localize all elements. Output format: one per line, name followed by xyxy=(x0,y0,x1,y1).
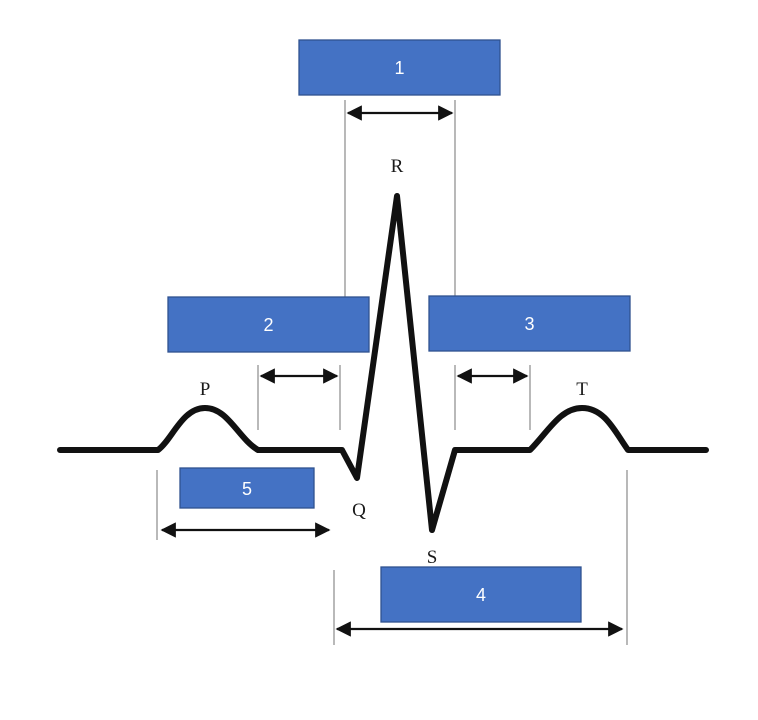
label-s-wave: S xyxy=(427,547,438,568)
answer-box-3-label: 3 xyxy=(524,314,534,334)
label-t-wave: T xyxy=(576,379,588,400)
answer-box-1[interactable]: 1 xyxy=(298,39,501,96)
label-q-wave: Q xyxy=(352,500,366,521)
label-r-wave: R xyxy=(391,156,404,177)
answer-box-2-label: 2 xyxy=(263,315,273,335)
label-p-wave: P xyxy=(200,379,211,400)
answer-box-5-label: 5 xyxy=(242,479,252,499)
answer-box-1-label: 1 xyxy=(394,58,404,78)
ecg-waveform xyxy=(57,193,709,533)
answer-box-4[interactable]: 4 xyxy=(380,566,582,623)
answer-box-2[interactable]: 2 xyxy=(167,296,370,353)
answer-box-3[interactable]: 3 xyxy=(428,295,631,352)
answer-box-4-label: 4 xyxy=(476,585,486,605)
answer-box-5[interactable]: 5 xyxy=(179,467,315,509)
